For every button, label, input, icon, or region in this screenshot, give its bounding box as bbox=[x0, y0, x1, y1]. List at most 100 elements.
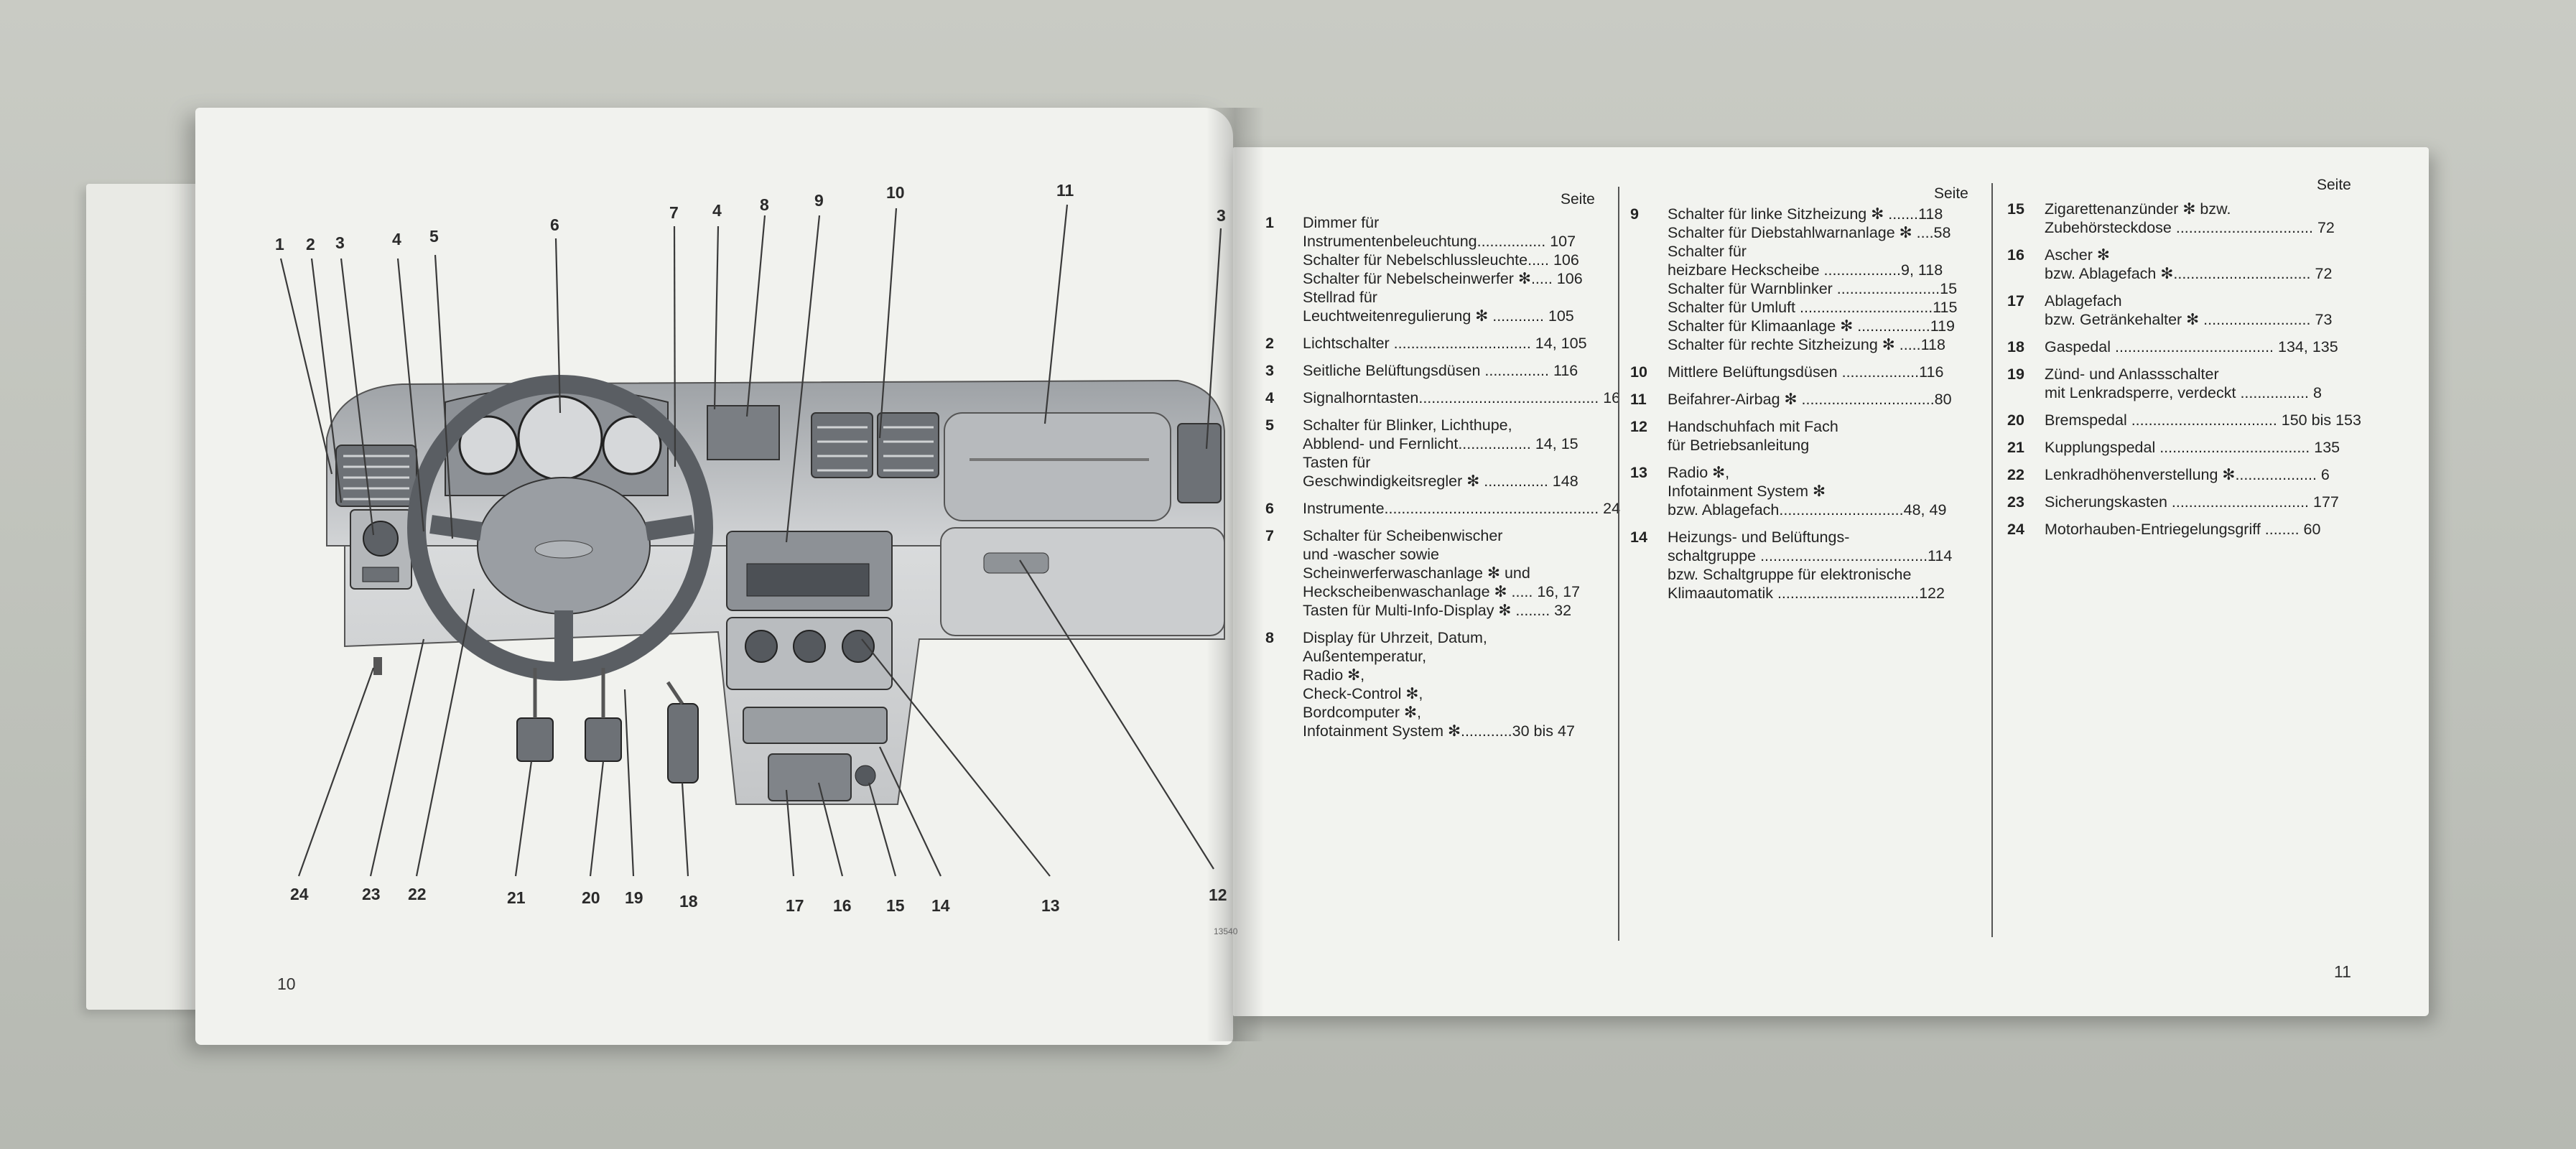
callout-6: 6 bbox=[550, 215, 559, 234]
entry-line: Radio ✻, bbox=[1303, 666, 1365, 684]
entry-line: Ablagefach bbox=[2045, 292, 2122, 310]
entry-line: Display für Uhrzeit, Datum, bbox=[1303, 629, 1487, 646]
entry-text: Schalter für linke Sitzheizung ✻ .......… bbox=[1668, 205, 1986, 354]
gauge-right bbox=[602, 415, 662, 475]
ashtray bbox=[768, 753, 852, 801]
right-page bbox=[1233, 147, 2429, 1016]
entry-line: Heizungs- und Belüftungs- bbox=[1668, 529, 1850, 546]
entry-number: 8 bbox=[1265, 629, 1274, 646]
light-switch-knob bbox=[363, 521, 399, 557]
entry-line: Kupplungspedal .........................… bbox=[2045, 439, 2340, 456]
entry-line: Tasten für bbox=[1303, 454, 1371, 471]
left-vent bbox=[335, 445, 417, 507]
callout-21: 21 bbox=[507, 888, 526, 907]
clutch-pedal bbox=[516, 717, 554, 762]
entry-line: Tasten für Multi-Info-Display ✻ ........… bbox=[1303, 602, 1572, 619]
entry-number: 4 bbox=[1265, 389, 1274, 406]
entry-number: 13 bbox=[1630, 464, 1647, 481]
entry-text: Lichtschalter ..........................… bbox=[1303, 334, 1603, 353]
entry-number: 17 bbox=[2007, 292, 2024, 310]
entry-line: Schalter für bbox=[1668, 243, 1747, 260]
entry-line: Außentemperatur, bbox=[1303, 648, 1427, 665]
leader-lines bbox=[279, 204, 1222, 877]
gauge-left bbox=[458, 415, 519, 475]
callout-16: 16 bbox=[833, 896, 852, 915]
entry-line: Beifahrer-Airbag ✻ .....................… bbox=[1668, 391, 1952, 408]
entry-line: Schalter für Nebelschlussleuchte..... 10… bbox=[1303, 251, 1579, 269]
entry-number: 10 bbox=[1630, 363, 1647, 381]
callout-3b: 3 bbox=[1217, 206, 1226, 225]
index-entry: 16 Ascher ✻bzw. Ablagefach ✻.............… bbox=[2007, 246, 2359, 283]
entry-line: Handschuhfach mit Fach bbox=[1668, 418, 1838, 435]
index-entry: 8 Display für Uhrzeit, Datum, Außentempera… bbox=[1265, 628, 1603, 740]
entry-line: Schalter für Scheibenwischer bbox=[1303, 527, 1503, 544]
callout-20: 20 bbox=[582, 888, 600, 907]
page-number-right: 11 bbox=[2334, 962, 2351, 981]
entry-text: Motorhauben-Entriegelungsgriff ........ … bbox=[2045, 520, 2359, 539]
callout-12: 12 bbox=[1209, 885, 1227, 904]
column-divider-1 bbox=[1618, 187, 1619, 941]
index-entry: 4 Signalhorntasten.......................… bbox=[1265, 389, 1621, 407]
entry-number: 15 bbox=[2007, 200, 2024, 218]
entry-line: bzw. Schaltgruppe für elektronische bbox=[1668, 566, 1912, 583]
entry-line: Lenkradhöhenverstellung ✻...............… bbox=[2045, 466, 2330, 483]
callout-10: 10 bbox=[886, 183, 905, 202]
entry-line: Bordcomputer ✻, bbox=[1303, 704, 1421, 721]
entry-line: schaltgruppe ...........................… bbox=[1668, 547, 1953, 564]
entry-line: Schalter für Diebstahlwarnanlage ✻ ....5… bbox=[1668, 224, 1951, 241]
entry-line: Zünd- und Anlassschalter bbox=[2045, 366, 2219, 383]
entry-text: Ascher ✻bzw. Ablagefach ✻...............… bbox=[2045, 246, 2359, 283]
gas-pedal bbox=[667, 703, 699, 783]
entry-line: bzw. Ablagefach ✻.......................… bbox=[2045, 265, 2333, 282]
entry-line: Klimaautomatik .........................… bbox=[1668, 585, 1945, 602]
entry-line: bzw. Ablagefach.........................… bbox=[1668, 501, 1947, 518]
entry-line: Gaspedal ...............................… bbox=[2045, 338, 2338, 355]
entry-line: Infotainment System ✻ bbox=[1668, 483, 1826, 500]
entry-line: Geschwindigkeitsregler ✻ ...............… bbox=[1303, 473, 1578, 490]
entry-line: Instrumente.............................… bbox=[1303, 500, 1621, 517]
hood-release bbox=[373, 657, 382, 675]
entry-number: 20 bbox=[2007, 411, 2024, 429]
entry-line: Schalter für Warnblinker ...............… bbox=[1668, 280, 1958, 297]
entry-line: Scheinwerferwaschanlage ✻ und bbox=[1303, 564, 1530, 582]
center-display bbox=[707, 405, 780, 460]
entry-line: Zigarettenanzünder ✻ bzw. bbox=[2045, 200, 2231, 218]
entry-line: Stellrad für bbox=[1303, 289, 1377, 306]
callout-18: 18 bbox=[679, 892, 698, 911]
entry-number: 16 bbox=[2007, 246, 2024, 264]
passenger-airbag bbox=[944, 412, 1171, 521]
entry-number: 7 bbox=[1265, 527, 1274, 544]
brake-pedal bbox=[585, 717, 622, 762]
entry-line: Ascher ✻ bbox=[2045, 246, 2110, 264]
entry-text: Schalter für Blinker, Lichthupe,Abblend-… bbox=[1303, 416, 1603, 490]
column-2-seite-label: Seite bbox=[1934, 185, 1968, 202]
callout-1: 1 bbox=[275, 235, 284, 253]
entry-number: 6 bbox=[1265, 500, 1274, 517]
callout-9: 9 bbox=[814, 191, 824, 210]
entry-line: Lichtschalter ..........................… bbox=[1303, 335, 1587, 352]
center-vent-left bbox=[811, 412, 873, 478]
entry-number: 2 bbox=[1265, 335, 1274, 352]
callout-13: 13 bbox=[1041, 896, 1060, 915]
index-entry: 21 Kupplungspedal .......................… bbox=[2007, 438, 2359, 457]
index-entry: 6 Instrumente............................… bbox=[1265, 499, 1621, 518]
entry-line: Schalter für linke Sitzheizung ✻ .......… bbox=[1668, 205, 1943, 223]
entry-text: Sicherungskasten .......................… bbox=[2045, 493, 2359, 511]
entry-number: 21 bbox=[2007, 439, 2024, 456]
entry-line: Signalhorntasten........................… bbox=[1303, 389, 1621, 406]
entry-number: 18 bbox=[2007, 338, 2024, 355]
entry-line: Heckscheibenwaschanlage ✻ ..... 16, 17 bbox=[1303, 583, 1581, 600]
callout-24: 24 bbox=[290, 885, 309, 903]
entry-line: Schalter für rechte Sitzheizung ✻ .....1… bbox=[1668, 336, 1945, 353]
